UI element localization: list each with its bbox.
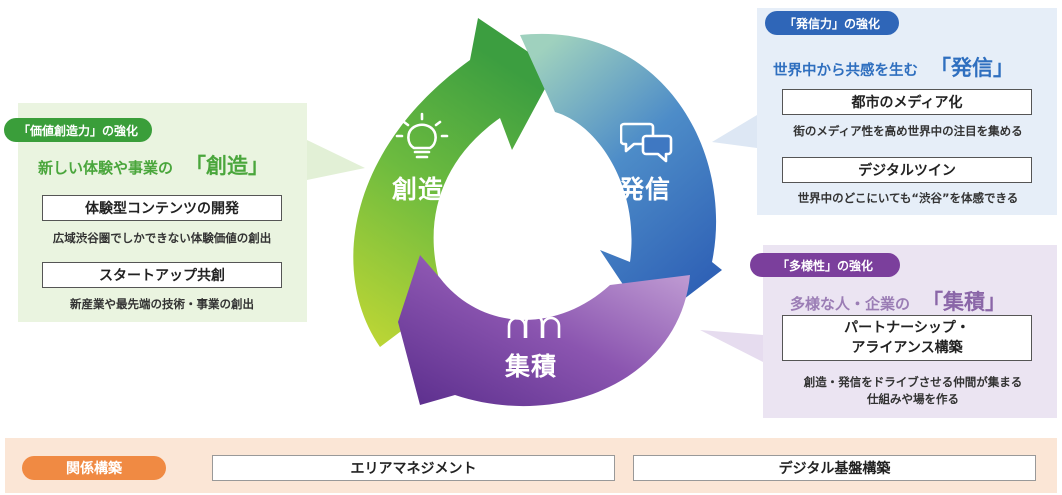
diversity-connector	[700, 330, 763, 362]
diversity-headline: 多様な人・企業の 「集積」	[790, 286, 1006, 316]
foundation-item-area-management: エリアマネジメント	[212, 455, 615, 481]
diversity-desc-line2: 仕組みや場を作る	[867, 392, 959, 406]
creation-tag: 「価値創造力」の強化	[4, 118, 152, 142]
transmission-headline: 世界中から共感を生む 「発信」	[773, 52, 1014, 82]
creation-connector	[307, 140, 365, 180]
transmission-item-1-desc: 街のメディア性を高め世界中の注目を集める	[793, 124, 1023, 138]
diversity-tag: 「多様性」の強化	[750, 253, 900, 277]
transmission-connector	[712, 115, 757, 148]
transmission-item-1-title: 都市のメディア化	[782, 89, 1032, 115]
diversity-desc-line1: 創造・発信をドライブさせる仲間が集まる	[803, 375, 1023, 389]
foundation-label: 関係構築	[22, 456, 166, 480]
transmission-item-2-title: デジタルツイン	[782, 157, 1032, 183]
transmission-tag: 「発信力」の強化	[765, 11, 899, 35]
creation-headline-text: 新しい体験や事業の	[38, 159, 174, 177]
diversity-item-title-line1: パートナーシップ・	[844, 320, 970, 336]
creation-headline-big: 「創造」	[185, 154, 270, 178]
diversity-item-title: パートナーシップ・ アライアンス構築	[782, 315, 1032, 361]
transmission-item-2-desc: 世界中のどこにいても“渋谷”を体感できる	[797, 191, 1019, 205]
creation-item-1-title: 体験型コンテンツの開発	[42, 195, 282, 221]
people-group-icon	[507, 300, 561, 338]
cycle-label-create: 創造	[392, 175, 445, 204]
diversity-headline-text: 多様な人・企業の	[790, 295, 911, 313]
cycle-label-transmit: 発信	[619, 175, 672, 204]
transmission-headline-text: 世界中から共感を生む	[773, 63, 918, 79]
diversity-item-title-line2: アライアンス構築	[851, 340, 963, 356]
cycle-label-accumulate: 集積	[505, 352, 558, 381]
creation-headline: 新しい体験や事業の 「創造」	[38, 150, 269, 180]
transmit-arrow	[520, 33, 722, 325]
creation-item-2-title: スタートアップ共創	[42, 262, 282, 288]
lightbulb-icon	[395, 112, 449, 159]
diversity-headline-big: 「集積」	[922, 290, 1007, 314]
creation-item-1-desc: 広域渋谷圏でしかできない体験価値の創出	[52, 231, 272, 245]
transmission-headline-big: 「発信」	[930, 56, 1014, 80]
foundation-item-digital-infra: デジタル基盤構築	[633, 455, 1036, 481]
speech-bubbles-icon	[620, 122, 673, 163]
create-arrow	[353, 18, 555, 347]
creation-item-2-desc: 新産業や最先端の技術・事業の創出	[70, 297, 254, 311]
